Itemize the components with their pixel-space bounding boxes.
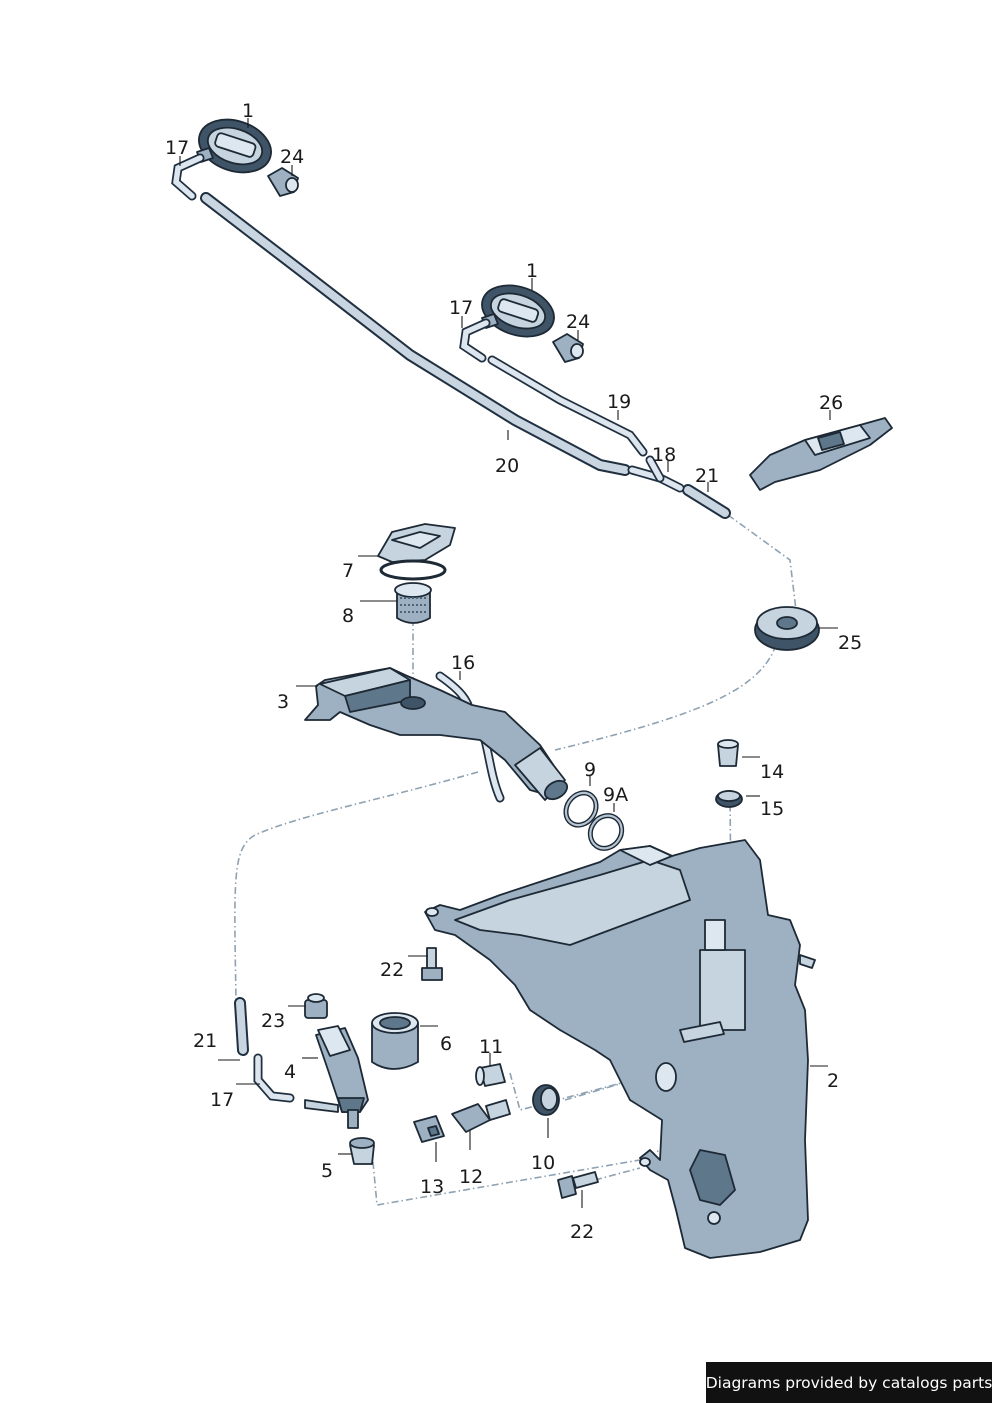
callout-17-middle: 17: [449, 297, 473, 319]
callout-26: 26: [819, 392, 843, 414]
callout-23: 23: [261, 1010, 285, 1032]
callout-24-upper: 24: [280, 146, 304, 168]
bolt-22-upper: [421, 947, 443, 981]
callout-12: 12: [459, 1166, 483, 1188]
callout-13: 13: [420, 1176, 444, 1198]
callout-1-middle: 1: [526, 260, 538, 282]
callout-25: 25: [838, 632, 862, 654]
washer-nozzle-middle: [481, 284, 555, 338]
clip-24-upper: [267, 167, 299, 197]
leader-lines: [179, 118, 838, 1208]
callout-16: 16: [451, 652, 475, 674]
connector-plug-13: [413, 1115, 445, 1143]
seal-10: [532, 1084, 560, 1116]
plug-23: [304, 993, 328, 1019]
sleeve-6: [371, 1012, 419, 1070]
callout-17-lower: 17: [210, 1089, 234, 1111]
strainer-8: [394, 582, 432, 624]
callout-11: 11: [479, 1036, 503, 1058]
washer-nozzle-upper: [196, 118, 272, 174]
callout-5: 5: [321, 1160, 333, 1182]
callout-1-upper: 1: [242, 100, 254, 122]
callout-9: 9: [584, 759, 596, 781]
callout-24-middle: 24: [566, 311, 590, 333]
callout-21-upper: 21: [695, 465, 719, 487]
callout-22-upper: 22: [380, 959, 404, 981]
grommet-25: [754, 606, 820, 651]
elbow-17-middle: [459, 318, 491, 363]
callout-15: 15: [760, 798, 784, 820]
callout-9a: 9A: [603, 784, 628, 806]
callout-7: 7: [342, 560, 354, 582]
hose-19: [487, 355, 648, 457]
washer-pump-4: [304, 1025, 369, 1129]
callout-21-lower: 21: [193, 1030, 217, 1052]
washer-reservoir-2: [424, 839, 816, 1259]
t-connector-18: [627, 455, 685, 493]
callout-18: 18: [652, 444, 676, 466]
callout-4: 4: [284, 1061, 296, 1083]
callout-10: 10: [531, 1152, 555, 1174]
level-sensor-12: [451, 1099, 511, 1133]
elbow-17-lower: [253, 1053, 295, 1103]
o-ring-9: [563, 790, 599, 828]
filler-cap-7: [377, 523, 456, 581]
callout-2: 2: [827, 1070, 839, 1092]
callout-14: 14: [760, 761, 784, 783]
hose-21-lower: [234, 997, 249, 1056]
credit-text: Diagrams provided by catalogs parts: [705, 1373, 992, 1392]
callout-6: 6: [440, 1033, 452, 1055]
cap-14: [717, 739, 739, 767]
bracket-26: [749, 417, 893, 491]
callout-labels: 1 17 24 1 17 24 19 20 18 21 26 25 7 8 3 …: [165, 100, 862, 1243]
elbow-17-upper: [171, 153, 205, 201]
callout-20: 20: [495, 455, 519, 477]
credit-footer: Diagrams provided by catalogs parts: [706, 1362, 992, 1403]
connector-11: [475, 1063, 506, 1087]
callout-17-upper: 17: [165, 137, 189, 159]
clip-24-middle: [552, 333, 584, 363]
callout-3: 3: [277, 691, 289, 713]
callout-8: 8: [342, 605, 354, 627]
callout-22-lower: 22: [570, 1221, 594, 1243]
callout-19: 19: [607, 391, 631, 413]
grommet-5: [349, 1137, 375, 1165]
hose-21-upper: [682, 484, 731, 519]
bolt-22-lower: [557, 1171, 599, 1199]
o-ring-9a: [587, 813, 625, 851]
seal-15: [715, 790, 743, 808]
hose-20: [200, 192, 631, 476]
filler-neck-3: [304, 667, 569, 801]
